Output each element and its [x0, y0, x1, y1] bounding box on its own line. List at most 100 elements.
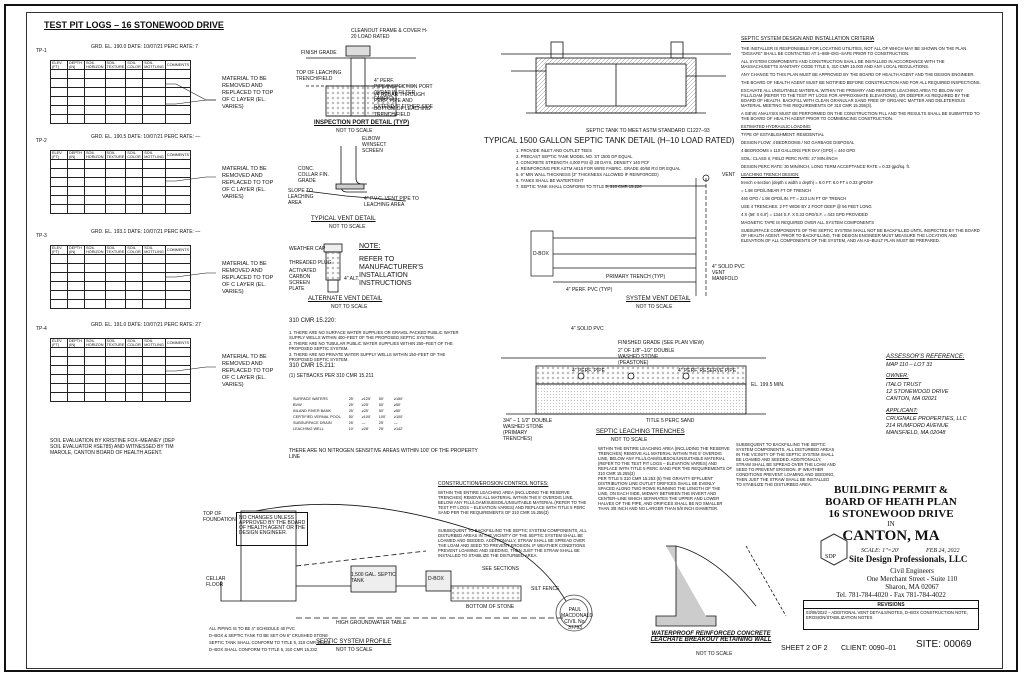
tb-line3: 16 STONEWOOD DRIVE: [828, 508, 954, 520]
assessor-map: MAP 110 – LOT 31: [886, 362, 933, 368]
tb-line1: BUILDING PERMIT &: [833, 484, 949, 496]
profile-label-7: SEE SECTIONS: [482, 566, 519, 572]
setback-cell: ≥100': [393, 415, 404, 419]
alt-vent-scale: NOT TO SCALE: [331, 304, 368, 310]
setback-cell: 25': [348, 409, 354, 413]
inspection-port-label-1: CLEANOUT FRAME & COVER H-20 LOAD RATED: [351, 28, 428, 40]
wall-scale: NOT TO SCALE: [696, 651, 733, 657]
cmr211-foot: THERE ARE NO NITROGEN SENSITIVE AREAS WI…: [289, 448, 478, 460]
test-pit-id: TP-1: [36, 48, 47, 54]
alt-vent-label-4: 4" ALT.: [344, 276, 360, 282]
inspection-port-label-5: #4 REBAR THROUGH PERF. PIPE AND EXTEND 6…: [374, 92, 434, 110]
profile-label-1: TOP OF FOUNDATION: [203, 511, 236, 523]
trench-design-title: LEACHING TRENCH DESIGN:: [741, 172, 800, 177]
leaching-title: SEPTIC LEACHING TRENCHES: [596, 429, 685, 435]
spec-paragraph: MAGNETIC TAPE IS REQUIRED OVER ALL SYSTE…: [741, 220, 875, 225]
inspection-port-label-3: TOP OF LEACHING TRENCH/FIELD: [296, 70, 342, 82]
inspection-port-label-4: 4" PERF. PIPE/INSPECTION PORT (WRAP IN F…: [374, 78, 433, 102]
system-vent-label-1: D-BOX: [533, 251, 549, 257]
table-cell: [164, 299, 191, 309]
setback-cell: ≥50': [393, 409, 401, 413]
table-cell: [125, 204, 144, 214]
setback-cell: ≥50': [393, 403, 401, 407]
setback-cell: SUBSURFACE DRAIN: [293, 421, 332, 425]
erosion-title: CONSTRUCTION/EROSION CONTROL NOTES:: [438, 481, 549, 487]
tank-note: 2. PRECAST SEPTIC TANK MODEL NO. ST 1500…: [516, 154, 633, 159]
setback-cell: —: [361, 421, 366, 425]
setback-cell: BVW: [293, 403, 302, 407]
hydraulic-line: DESIGN PERC RATE: 30 MIN/INCH, LONG TERM…: [741, 164, 910, 169]
profile-scale: NOT TO SCALE: [336, 647, 373, 653]
table-cell: [67, 392, 85, 402]
assessor-title: ASSESSOR'S REFERENCE:: [886, 354, 965, 360]
test-pit-id: TP-2: [36, 138, 47, 144]
profile-note: D–BOX & SEPTIC TANK TO BE SET ON 6" CRUS…: [209, 633, 328, 638]
setback-cell: SURFACE WATERS: [293, 397, 328, 401]
tb-addr2: Sharon, MA 02067: [885, 583, 939, 591]
leach-label-6: EL. 199.5 MIN.: [751, 382, 785, 388]
test-pit-header: GRD. EL. 190.5 DATE: 10/07/21 PERC RATE:…: [91, 134, 201, 140]
setback-cell: 25': [348, 397, 354, 401]
wall-title: WATERPROOF REINFORCED CONCRETE LEACHATE …: [650, 631, 772, 643]
system-vent-label-3: 4" PERF. PVC (TYP): [566, 287, 613, 293]
table-cell: [125, 392, 144, 402]
leach-label-2: FINISHED GRADE (SEE PLAN VIEW): [618, 340, 704, 346]
detail-linework: [166, 41, 848, 632]
test-pit-header: GRD. EL. 193.1 DATE: 10/07/21 PERC RATE:…: [91, 229, 201, 235]
tank-note: 7. SEPTIC TANK SHALL CONFORM TO TITLE 5,…: [516, 184, 642, 189]
spec-list: THE INSTALLER IS RESPONSIBLE FOR LOCATIN…: [741, 46, 981, 246]
tb-town: CANTON, MA: [842, 528, 940, 544]
no-changes-box: [236, 512, 308, 546]
profile-label-5: HIGH GROUNDWATER TABLE: [336, 620, 407, 626]
system-vent-label-4: VENT: [722, 172, 736, 178]
tank-note: 5. 6" MIN WALL THICKNESS (3" THICKNESS A…: [516, 172, 659, 177]
test-pit-material-note: MATERIAL TO BE REMOVED AND REPLACED TO T…: [222, 261, 274, 295]
hydraulic-line: SOIL: CLASS II, FIELD PERC RATE: 27 MIN.…: [741, 156, 838, 161]
trench-design-line: 4 X (56' X 6.0') = 1344 S.F. X 0.33 GPD/…: [741, 212, 868, 217]
table-cell: [164, 204, 191, 214]
spec-paragraph: EXCAVATE ALL UNSUITABLE MATERIAL WITHIN …: [741, 88, 970, 108]
cmr220-item: 3. THERE ARE NO PRIVATE WATER SUPPLY WEL…: [289, 352, 446, 362]
tb-scale: SCALE: 1"=20': [861, 548, 900, 554]
tank-note: 6. TANKS SHALL BE WATERTIGHT: [516, 178, 584, 183]
backfill-note: SUBSEQUENT TO BACKFILLING THE SEPTIC SYS…: [736, 442, 836, 487]
reserve-note: WITHIN THE ENTIRE LEACHING AREA (INCLUDI…: [598, 446, 733, 476]
tb-rev1: 03/08/2022 – ADDITIONAL VENT DETAILS/NOT…: [806, 610, 968, 620]
trench-design-line: = 1.98 GPD/LINEAR FT OF TRENCH: [741, 188, 812, 193]
spec-paragraph: THE BOARD OF HEALTH AGENT MUST BE NOTIFI…: [741, 80, 981, 85]
tb-addr1: One Merchant Street - Suite 110: [866, 575, 958, 583]
table-cell: [67, 204, 85, 214]
trench-design-line: 440 GPD / 1.98 GPD/LIN. FT = 223 LIN FT …: [741, 196, 847, 201]
spec-paragraph: SUBSURFACE COMPONENTS OF THE SEPTIC SYST…: [741, 228, 980, 243]
leach-label-1: 4" SOLID PVC: [571, 326, 604, 332]
setback-cell: LEACHING WELL: [293, 427, 324, 431]
engineer-stamp: PAUL MACDONALD CIVIL No. 37793: [561, 607, 593, 631]
setback-cell: 25': [378, 421, 384, 425]
title-block: BUILDING PERMIT & BOARD OF HEATH PLAN 16…: [801, 476, 981, 661]
hydraulic-line: 4 BEDROOMS x 110 GALLONS PER DAY (GPD) =…: [741, 148, 856, 153]
profile-note: D–BOX SHALL CONFORM TO TITLE 5, 310 CMR …: [209, 647, 318, 652]
drawing-border: [26, 12, 1003, 669]
site-number: SITE: 00069: [916, 639, 972, 650]
profile-label-6: BOTTOM OF STONE: [466, 604, 515, 610]
test-pit-material-note: MATERIAL TO BE REMOVED AND REPLACED TO T…: [222, 76, 274, 110]
profile-note: SEPTIC TANK SHALL CONFORM TO TITLE 5, 31…: [209, 640, 330, 645]
soil-eval-note: SOIL EVALUATION BY KRISTINE FOX–MEANEY (…: [50, 438, 175, 456]
owner: ITALO TRUST 12 STONEWOOD DRIVE CANTON, M…: [886, 382, 949, 402]
test-pit-id: TP-4: [36, 326, 47, 332]
trench-design-line: USE 4 TRENCHES: 2 FT WIDE BY 2 FOOT DEEP…: [741, 204, 872, 209]
setback-cell: 50': [378, 397, 384, 401]
vent-label-3: SLOPE TO LEACHING AREA: [288, 188, 314, 206]
spec-title: SEPTIC SYSTEM DESIGN AND INSTALLATION CR…: [741, 36, 875, 42]
test-pit-header: GRD. EL. 191.0 DATE: 10/07/21 PERC RATE:…: [91, 322, 201, 328]
test-pit-id: TP-3: [36, 233, 47, 239]
table-cell: [164, 392, 191, 402]
vent-label-2: CONC. COLLAR FIN. GRADE: [298, 166, 329, 184]
setback-cell: 25': [348, 421, 354, 425]
table-cell: [67, 299, 85, 309]
tb-in: IN: [887, 520, 895, 528]
setback-cell: 50': [378, 403, 384, 407]
